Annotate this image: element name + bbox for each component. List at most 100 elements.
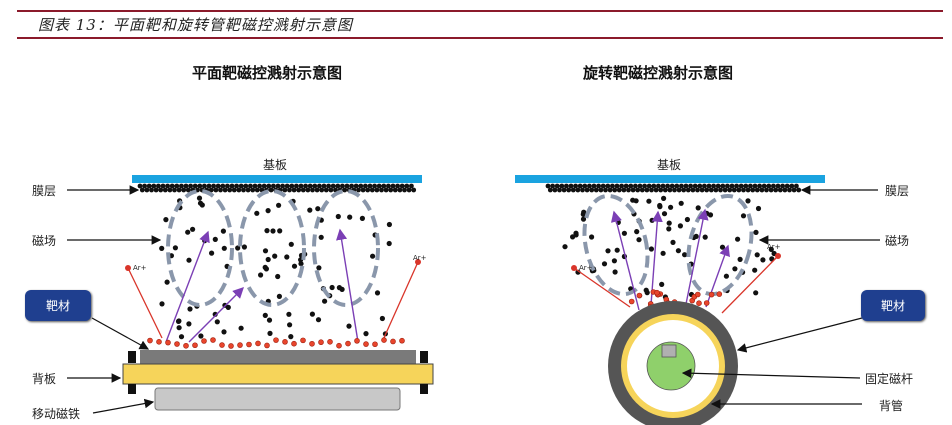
- sputtered-particle: [670, 239, 676, 245]
- right-film-layer: [545, 183, 802, 193]
- film-particle: [296, 187, 302, 193]
- film-particle: [587, 183, 592, 189]
- film-particle: [773, 187, 779, 193]
- film-particle: [787, 187, 792, 193]
- sputtered-particle: [347, 214, 353, 220]
- sputtered-particle: [570, 234, 576, 240]
- film-particle: [231, 187, 237, 193]
- film-particle: [144, 187, 150, 193]
- argon-atom: [696, 300, 702, 307]
- left-target-button[interactable]: 靶材: [25, 290, 91, 321]
- sputtered-particle: [648, 246, 655, 252]
- sputtered-particle: [666, 220, 672, 226]
- sputtered-particle: [677, 223, 684, 229]
- film-particle: [775, 183, 781, 189]
- film-particle: [711, 183, 716, 189]
- film-particle: [386, 183, 391, 189]
- film-particle: [750, 187, 756, 193]
- film-particle: [593, 187, 599, 193]
- sputtered-particle: [760, 257, 766, 263]
- film-particle: [243, 183, 249, 189]
- argon-atom: [174, 341, 180, 347]
- sputtered-particle: [315, 317, 322, 323]
- sputtered-particle: [209, 250, 215, 256]
- film-particle: [566, 187, 572, 193]
- film-particle: [764, 187, 769, 193]
- film-particle: [312, 183, 318, 189]
- sputtered-particle: [661, 195, 667, 201]
- left-backing-plate-label: 背板: [32, 372, 57, 386]
- sputtered-particle: [573, 230, 579, 236]
- film-particle: [399, 183, 405, 189]
- right-leader-lines: [681, 185, 880, 409]
- right-backing-tube-label: 背管: [879, 399, 904, 413]
- film-particle: [789, 183, 795, 189]
- film-particle: [395, 183, 400, 189]
- film-particle: [229, 183, 235, 189]
- film-particle: [791, 187, 797, 193]
- sputtered-particle: [753, 290, 759, 296]
- figure-title: 图表 13：平面靶和旋转管靶磁控溅射示意图: [38, 16, 353, 34]
- film-particle: [552, 187, 558, 193]
- sputtered-particle: [661, 211, 668, 217]
- film-particle: [621, 187, 627, 193]
- film-particle: [268, 187, 274, 193]
- sputtered-particle: [605, 248, 611, 254]
- film-particle: [570, 187, 576, 193]
- film-particle: [326, 183, 331, 189]
- sputtered-particle: [315, 206, 321, 212]
- film-particle: [174, 183, 180, 189]
- film-particle: [782, 187, 788, 193]
- film-particle: [605, 183, 611, 189]
- film-particle: [252, 183, 258, 189]
- film-particle: [646, 183, 652, 189]
- film-particle: [704, 187, 710, 193]
- film-particle: [261, 183, 267, 189]
- sputtered-particle: [723, 273, 730, 279]
- film-particle: [356, 187, 361, 193]
- film-particle: [580, 187, 585, 193]
- sputtered-particle: [275, 273, 281, 280]
- film-particle: [374, 187, 380, 193]
- film-particle: [158, 187, 164, 193]
- film-particle: [568, 183, 574, 189]
- film-particle: [692, 183, 698, 189]
- sputtered-particle: [198, 333, 204, 339]
- left-ion-label-b: Ar+: [413, 254, 427, 262]
- argon-atom: [183, 342, 189, 349]
- film-particle: [741, 187, 746, 193]
- argon-atom: [165, 339, 171, 346]
- film-particle: [360, 187, 366, 193]
- left-sputtered-atoms: [147, 337, 405, 349]
- argon-atom: [327, 338, 333, 345]
- film-particle: [300, 187, 306, 193]
- film-particle: [683, 183, 689, 189]
- film-particle: [344, 183, 350, 189]
- sputtered-particle: [745, 198, 751, 204]
- film-particle: [734, 183, 739, 189]
- argon-atom: [273, 337, 279, 343]
- right-target-button[interactable]: 靶材: [861, 290, 925, 321]
- left-backing-plate: [122, 363, 434, 385]
- sputtered-particle: [262, 264, 268, 270]
- left-panel-title: 平面靶磁控溅射示意图: [192, 64, 343, 82]
- film-particle: [208, 187, 214, 193]
- film-particle: [234, 183, 240, 189]
- sputtered-particle: [621, 230, 628, 236]
- argon-atom: [708, 291, 715, 298]
- left-target-plate: [140, 350, 416, 364]
- sputtered-particle: [580, 216, 587, 222]
- argon-atom: [694, 291, 701, 298]
- sputtered-particle: [187, 306, 193, 312]
- film-particle: [635, 187, 641, 193]
- film-particle: [202, 183, 207, 189]
- film-particle: [577, 183, 583, 189]
- film-particle: [185, 187, 191, 193]
- left-clamp-right-bottom: [420, 384, 428, 394]
- sputtered-particle: [265, 208, 271, 214]
- film-particle: [280, 183, 285, 189]
- sputtered-particle: [277, 228, 283, 234]
- film-particle: [697, 183, 703, 189]
- left-field-label: 磁场: [32, 234, 57, 248]
